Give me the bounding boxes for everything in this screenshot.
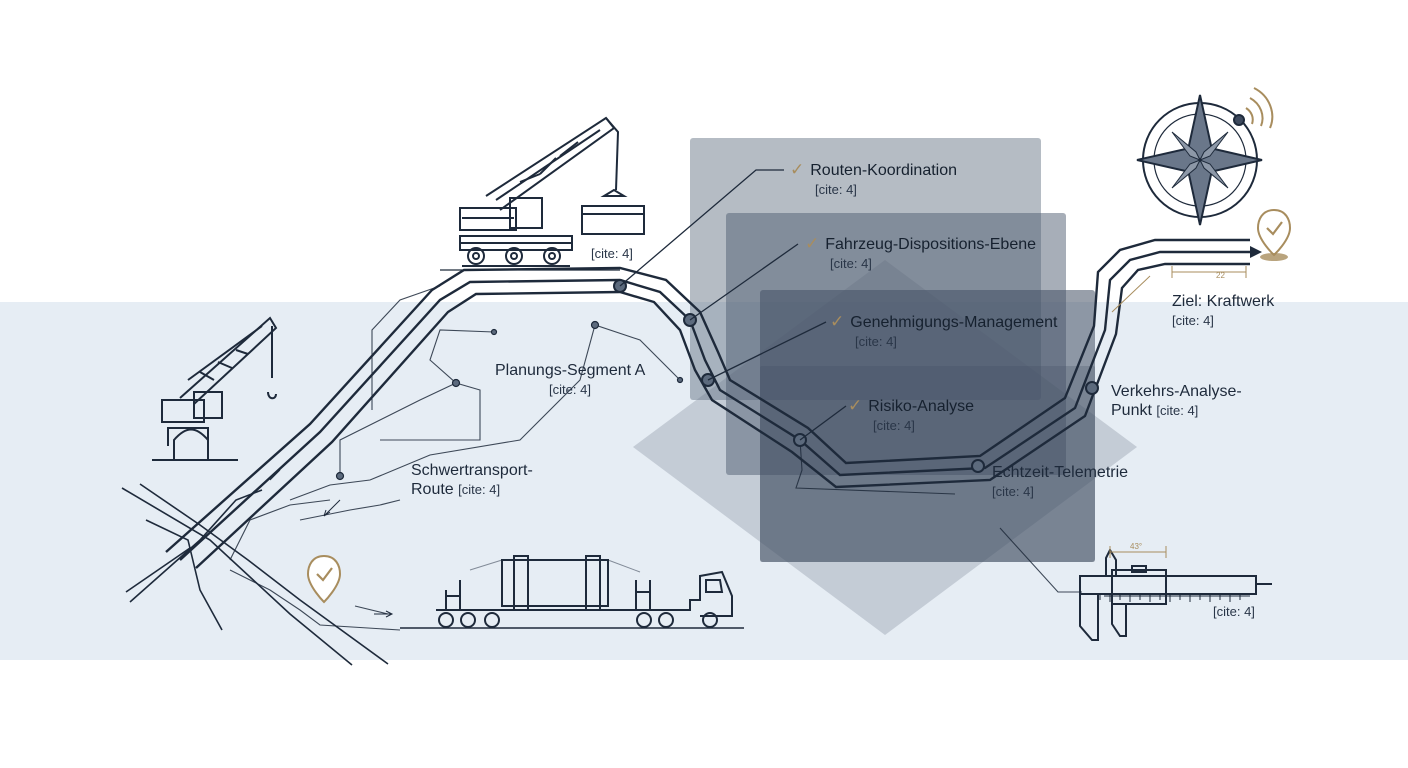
label-genehmigung: ✓ Genehmigungs-Management [cite: 4] xyxy=(830,312,1057,351)
label-echtzeit-title: Echtzeit-Telemetrie xyxy=(992,464,1129,481)
caliper-cite: [cite: 4] xyxy=(1213,604,1255,619)
dimension-caliper: 43° xyxy=(1130,542,1142,551)
route-thin-lines xyxy=(229,285,1082,631)
caliper-icon xyxy=(1079,547,1272,641)
label-schwer-line2: Route xyxy=(411,481,454,498)
street-network xyxy=(121,483,389,666)
label-ziel-cite: [cite: 4] xyxy=(1172,313,1214,328)
dimension-marks xyxy=(1109,546,1167,558)
label-risiko-title: Risiko-Analyse xyxy=(868,398,975,415)
label-risiko: ✓ Risiko-Analyse [cite: 4] xyxy=(848,396,974,435)
label-planung-title: Planungs-Segment A xyxy=(495,362,646,379)
panel-risiko xyxy=(760,366,1095,562)
label-echtzeit-cite: [cite: 4] xyxy=(992,484,1034,499)
crane-cite: [cite: 4] xyxy=(591,246,633,261)
label-ziel-title: Ziel: Kraftwerk xyxy=(1172,293,1275,310)
label-genehmigung-title: Genehmigungs-Management xyxy=(850,314,1058,331)
dimension-small: 22 xyxy=(1216,271,1225,280)
background-band xyxy=(0,302,1408,660)
check-icon: ✓ xyxy=(830,312,845,331)
flow-arrows xyxy=(269,469,394,618)
small-nodes xyxy=(335,320,684,481)
label-routen-cite: [cite: 4] xyxy=(815,182,857,197)
label-fahrzeug-cite: [cite: 4] xyxy=(830,256,872,271)
layer-panels xyxy=(633,138,1137,635)
panel-genehmigung xyxy=(760,290,1095,562)
truck-icon xyxy=(400,555,744,629)
map-pin-icon xyxy=(1256,208,1292,261)
label-risiko-cite: [cite: 4] xyxy=(873,418,915,433)
label-schwer-line1: Schwertransport- xyxy=(411,462,533,479)
signal-icon xyxy=(1233,87,1274,129)
check-icon: ✓ xyxy=(848,396,863,415)
label-routen-title: Routen-Koordination xyxy=(810,162,958,179)
crane-icon xyxy=(152,316,278,461)
label-routen: ✓ Routen-Koordination [cite: 4] xyxy=(790,160,957,199)
label-schwer-cite: [cite: 4] xyxy=(458,482,501,497)
node-verkehr xyxy=(1085,381,1099,395)
label-planung-cite: [cite: 4] xyxy=(549,382,591,397)
dimension-marks xyxy=(1111,266,1247,313)
label-verkehr-cite: [cite: 4] xyxy=(1156,403,1199,418)
label-caliper-cite: [cite: 4] xyxy=(1213,602,1255,621)
label-verkehr-line1: Verkehrs-Analyse- xyxy=(1111,383,1242,400)
label-echtzeit: Echtzeit-Telemetrie [cite: 4] xyxy=(992,463,1128,501)
label-crane-cite: [cite: 4] xyxy=(591,244,633,263)
check-icon: ✓ xyxy=(790,160,805,179)
label-verkehr-line2: Punkt xyxy=(1111,402,1152,419)
label-ziel: Ziel: Kraftwerk [cite: 4] xyxy=(1172,292,1274,330)
label-verkehr: Verkehrs-Analyse- Punkt [cite: 4] xyxy=(1111,382,1242,420)
label-fahrzeug: ✓ Fahrzeug-Dispositions-Ebene [cite: 4] xyxy=(805,234,1036,273)
map-pin-icon xyxy=(306,554,342,604)
compass-icon xyxy=(1136,94,1263,226)
node-echtzeit xyxy=(971,459,985,473)
check-icon: ✓ xyxy=(805,234,820,253)
main-route xyxy=(165,238,1262,569)
label-planung: Planungs-Segment A [cite: 4] xyxy=(495,361,645,399)
label-genehmigung-cite: [cite: 4] xyxy=(855,334,897,349)
label-fahrzeug-title: Fahrzeug-Dispositions-Ebene xyxy=(825,236,1037,253)
crane-icon xyxy=(440,116,645,271)
label-schwertransport: Schwertransport- Route [cite: 4] xyxy=(411,461,533,499)
leader-lines xyxy=(619,169,847,441)
